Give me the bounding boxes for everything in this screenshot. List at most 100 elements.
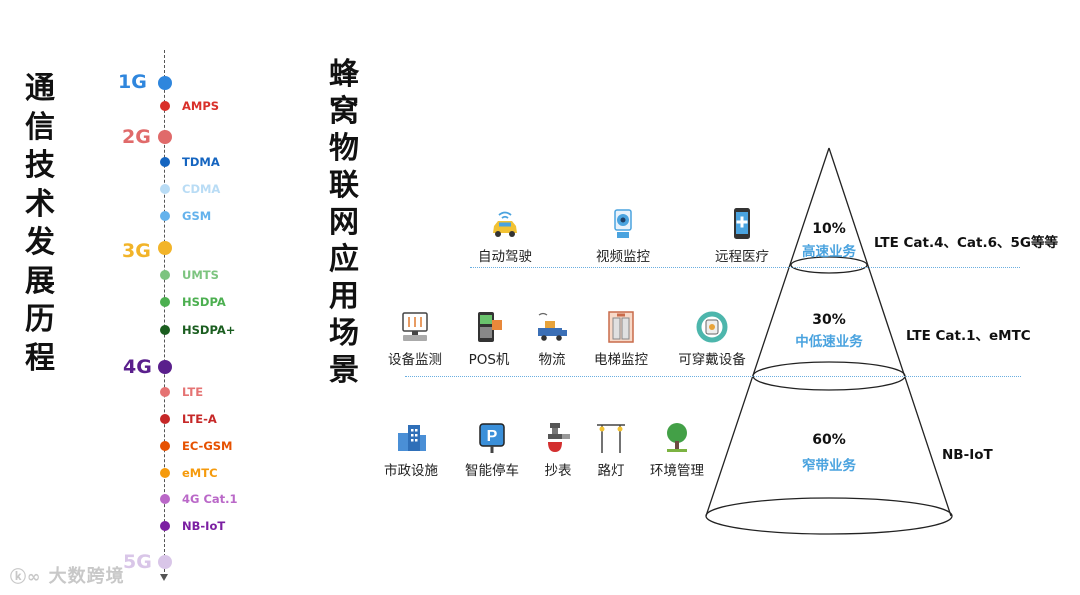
scene-title-char: 物 (329, 131, 359, 166)
app-label: 电梯监控 (594, 352, 648, 368)
monitor-icon (402, 312, 428, 341)
tech-dot-lte (160, 387, 170, 397)
title-char: 信 (25, 109, 55, 145)
scene-title-char: 网 (329, 205, 359, 240)
tree-icon (667, 423, 687, 452)
tech-label-umts: UMTS (182, 268, 219, 282)
tier-standard-high: LTE Cat.4、Cat.6、5G等等 (874, 235, 1058, 251)
tier-service-mid: 中低速业务 (795, 334, 863, 350)
generation-label-2g: 2G (122, 126, 151, 148)
generation-label-3g: 3G (122, 240, 151, 262)
app-video-surveillance: 视频监控 (590, 207, 656, 265)
app-municipal-facilities: 市政设施 (378, 421, 444, 479)
camera-icon (614, 209, 632, 238)
pos-icon (478, 312, 502, 342)
tier-service-high: 高速业务 (802, 244, 856, 260)
app-smart-parking: P 智能停车 (459, 421, 525, 479)
tech-label-hsdpa: HSDPA (182, 295, 226, 309)
tier-divider (405, 376, 1021, 377)
scene-title-char: 应 (329, 242, 359, 277)
tier-service-narrow: 窄带业务 (802, 458, 856, 474)
tech-label-hsdpa-plus: HSDPA+ (182, 323, 236, 337)
parking-icon: P (479, 423, 505, 453)
tech-label-lte-a: LTE-A (182, 412, 217, 426)
tier-standard-narrow: NB-IoT (942, 447, 993, 463)
tech-dot-nb-iot (160, 521, 170, 531)
title-char: 术 (25, 186, 55, 222)
tech-dot-ec-gsm (160, 441, 170, 451)
app-label: 可穿戴设备 (678, 352, 746, 368)
app-autonomous-driving: 自动驾驶 (472, 207, 538, 265)
tech-dot-tdma (160, 157, 170, 167)
app-label: 设备监测 (388, 352, 442, 368)
app-environment-management: 环境管理 (642, 421, 712, 479)
watermark-logo-icon: ⓚ∞ (10, 567, 42, 586)
watermark-text: 大数跨境 (48, 566, 125, 587)
app-label: 视频监控 (596, 249, 650, 265)
app-label: 物流 (538, 352, 566, 368)
app-label: POS机 (468, 352, 510, 368)
app-equipment-monitoring: 设备监测 (383, 310, 447, 368)
scene-title-char: 用 (329, 279, 359, 314)
app-elevator-monitoring: 电梯监控 (588, 310, 654, 368)
water-meter-icon (548, 423, 570, 452)
title-char: 展 (25, 263, 55, 299)
tech-label-nb-iot: NB-IoT (182, 519, 226, 533)
generation-label-5g: 5G (123, 551, 152, 573)
watermark: ⓚ∞ 大数跨境 (10, 562, 125, 588)
tier-percent-high: 10% (812, 221, 846, 237)
tier-divider (470, 267, 1020, 268)
app-street-lights: 路灯 (593, 421, 629, 479)
tech-dot-hsdpa-plus (160, 325, 170, 335)
app-label: 路灯 (597, 463, 625, 479)
tier-percent-narrow: 60% (812, 432, 846, 448)
scene-title-char: 蜂 (329, 57, 359, 92)
app-meter-reading: 抄表 (540, 421, 576, 479)
phone-medical-icon (734, 208, 750, 239)
tech-label-4g-cat1: 4G Cat.1 (182, 492, 238, 506)
tech-dot-amps (160, 101, 170, 111)
tech-label-amps: AMPS (182, 99, 220, 113)
app-pos-terminal: POS机 (464, 310, 514, 368)
app-label: 市政设施 (384, 463, 438, 479)
tech-label-ec-gsm: EC-GSM (182, 439, 233, 453)
app-label: 智能停车 (465, 463, 519, 479)
app-label: 自动驾驶 (478, 249, 532, 265)
title-char: 历 (25, 302, 55, 337)
building-icon (398, 425, 426, 451)
tech-dot-umts (160, 270, 170, 280)
watch-icon (696, 311, 728, 343)
tier-standard-mid: LTE Cat.1、eMTC (906, 328, 1031, 344)
timeline-title: 通 信 技 术 发 展 历 程 (22, 70, 58, 378)
generation-dot-1g (158, 76, 172, 90)
scene-title-char: 场 (329, 316, 359, 351)
title-char: 发 (25, 225, 55, 260)
tech-dot-4g-cat1 (160, 494, 170, 504)
tech-label-gsm: GSM (182, 209, 212, 223)
title-char: 程 (25, 340, 55, 376)
svg-text:P: P (487, 428, 498, 445)
tech-label-emtc: eMTC (182, 466, 218, 480)
tech-label-tdma: TDMA (182, 155, 220, 169)
title-char: 技 (25, 148, 55, 183)
app-telemedicine: 远程医疗 (707, 207, 777, 265)
tech-label-cdma: CDMA (182, 182, 221, 196)
tech-dot-gsm (160, 211, 170, 221)
generation-label-1g: 1G (118, 71, 147, 93)
app-logistics: 物流 (530, 310, 574, 368)
title-char: 通 (25, 71, 55, 106)
generation-dot-3g (158, 241, 172, 255)
app-label: 环境管理 (650, 463, 704, 479)
tech-dot-lte-a (160, 414, 170, 424)
elevator-icon (608, 311, 634, 343)
app-label: 抄表 (544, 463, 572, 479)
timeline-arrow-icon (160, 574, 168, 581)
tech-dot-emtc (160, 468, 170, 478)
scene-title: 蜂 窝 物 联 网 应 用 场 景 (326, 56, 362, 389)
truck-icon (538, 312, 567, 341)
tier-percent-mid: 30% (812, 312, 846, 328)
app-wearables: 可穿戴设备 (672, 310, 752, 368)
scene-title-char: 景 (329, 353, 359, 388)
scene-title-char: 联 (329, 168, 359, 203)
